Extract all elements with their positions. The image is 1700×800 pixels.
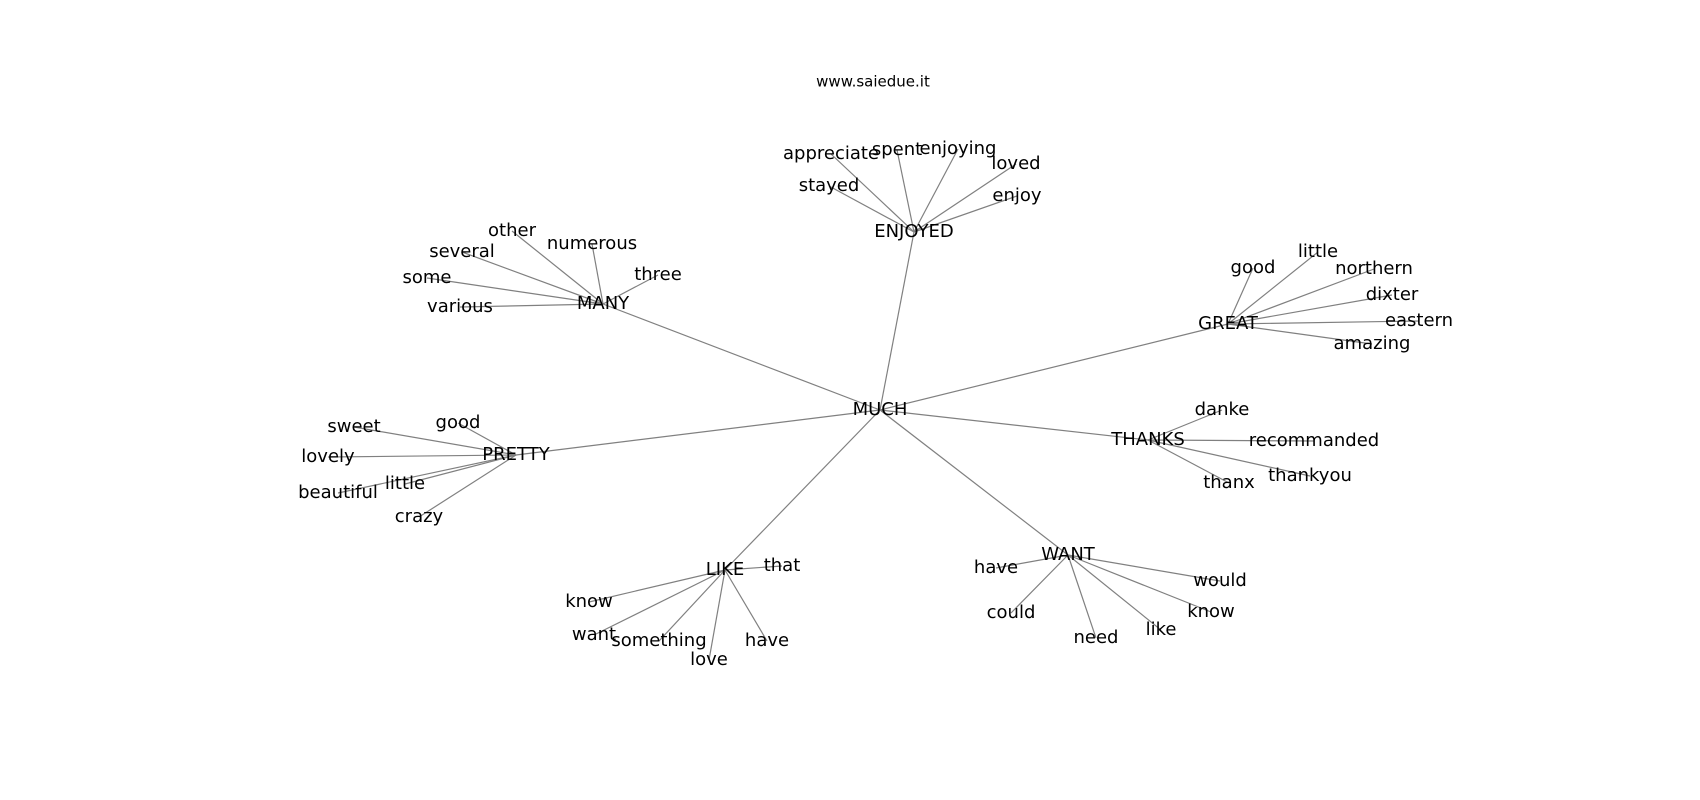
edge-enjoyed-enjoy	[913, 195, 1018, 233]
edge-root-want	[879, 409, 1069, 556]
leaf-word-many-several: several	[429, 241, 495, 262]
leaf-word-great-good: good	[1231, 257, 1276, 278]
leaf-word-enjoyed-enjoying: enjoying	[920, 138, 997, 159]
edge-many-other	[511, 230, 604, 305]
edge-like-want	[593, 569, 726, 636]
edge-root-pretty	[515, 409, 881, 456]
leaf-word-want-would: would	[1193, 570, 1247, 591]
leaf-word-pretty-little: little	[385, 473, 425, 494]
hub-word-want: WANT	[1041, 544, 1096, 565]
edge-enjoyed-stayed	[828, 185, 915, 233]
leaf-word-great-northern: northern	[1335, 258, 1413, 279]
edge-great-dixter	[1227, 294, 1393, 325]
hub-word-pretty: PRETTY	[482, 444, 550, 465]
leaf-word-like-love: love	[690, 649, 728, 670]
leaf-word-enjoyed-stayed: stayed	[799, 175, 860, 196]
leaf-word-enjoyed-enjoy: enjoy	[992, 185, 1041, 206]
edge-pretty-beautiful	[337, 454, 517, 494]
edge-want-would	[1067, 554, 1221, 582]
edge-enjoyed-loved	[913, 163, 1017, 233]
leaf-word-many-three: three	[634, 264, 682, 285]
edge-thanks-recommanded	[1147, 439, 1315, 442]
leaf-word-pretty-good: good	[436, 412, 481, 433]
edge-like-something	[658, 569, 726, 642]
label-layer: MUCH ENJOYEDappreciatespentenjoyingloved…	[298, 138, 1453, 670]
edge-pretty-sweet	[353, 426, 517, 456]
edge-thanks-thanx	[1147, 439, 1230, 484]
leaf-word-many-some: some	[403, 267, 452, 288]
edge-many-various	[459, 303, 604, 308]
edge-root-enjoyed	[879, 231, 915, 411]
edge-many-some	[426, 277, 604, 305]
leaf-word-want-like: like	[1146, 619, 1177, 640]
leaf-word-pretty-sweet: sweet	[327, 416, 380, 437]
leaf-word-want-know: know	[1187, 601, 1235, 622]
leaf-word-pretty-lovely: lovely	[301, 446, 355, 467]
edge-want-could	[1010, 554, 1069, 614]
hub-word-many: MANY	[577, 293, 630, 314]
edge-want-know	[1067, 554, 1212, 613]
leaf-word-thanks-thankyou: thankyou	[1268, 465, 1352, 486]
edge-thanks-thankyou	[1147, 439, 1311, 477]
leaf-word-many-numerous: numerous	[547, 233, 637, 254]
edge-enjoyed-spent	[896, 149, 915, 233]
edge-pretty-little	[404, 454, 517, 485]
edge-want-need	[1067, 554, 1097, 639]
edge-root-many	[602, 303, 881, 411]
edge-layer	[327, 148, 1420, 661]
leaf-word-like-something: something	[611, 630, 706, 651]
leaf-word-pretty-beautiful: beautiful	[298, 482, 378, 503]
leaf-word-great-amazing: amazing	[1334, 333, 1411, 354]
edge-great-little	[1227, 251, 1319, 325]
edge-great-eastern	[1227, 320, 1420, 325]
leaf-word-enjoyed-appreciate: appreciate	[783, 143, 879, 164]
edge-enjoyed-appreciate	[830, 153, 915, 233]
leaf-word-like-that: that	[764, 555, 801, 576]
edge-many-numerous	[591, 243, 604, 305]
leaf-word-thanks-thanx: thanx	[1203, 472, 1255, 493]
edge-want-like	[1067, 554, 1162, 631]
edge-many-three	[602, 274, 659, 305]
leaf-word-want-have: have	[974, 557, 1018, 578]
leaf-word-great-little: little	[1298, 241, 1338, 262]
leaf-word-enjoyed-loved: loved	[991, 153, 1040, 174]
hub-word-great: GREAT	[1198, 313, 1259, 334]
leaf-word-like-have: have	[745, 630, 789, 651]
edge-like-know	[588, 569, 726, 603]
edge-many-several	[461, 251, 604, 305]
edge-thanks-danke	[1147, 409, 1223, 441]
edge-great-amazing	[1227, 323, 1373, 345]
page-title: www.saiedue.it	[816, 73, 930, 91]
leaf-word-pretty-crazy: crazy	[395, 506, 444, 527]
hub-word-enjoyed: ENJOYED	[874, 221, 954, 242]
leaf-word-many-other: other	[488, 220, 537, 241]
edge-like-love	[708, 569, 726, 661]
leaf-word-great-dixter: dixter	[1366, 284, 1419, 305]
leaf-word-great-eastern: eastern	[1385, 310, 1453, 331]
leaf-word-many-various: various	[427, 296, 493, 317]
leaf-word-want-could: could	[987, 602, 1036, 623]
edge-root-thanks	[879, 409, 1149, 441]
leaf-word-like-know: know	[565, 591, 613, 612]
edge-great-northern	[1227, 268, 1375, 325]
leaf-word-enjoyed-spent: spent	[872, 139, 922, 160]
edge-pretty-lovely	[327, 454, 517, 458]
leaf-word-thanks-danke: danke	[1195, 399, 1250, 420]
leaf-word-thanks-recommanded: recommanded	[1249, 430, 1379, 451]
edge-pretty-good	[457, 422, 517, 456]
edge-great-good	[1227, 267, 1254, 325]
edge-want-have	[995, 554, 1069, 569]
leaf-word-like-want: want	[572, 624, 616, 645]
edge-pretty-crazy	[418, 454, 517, 518]
leaf-word-want-need: need	[1074, 627, 1119, 648]
hub-word-thanks: THANKS	[1110, 429, 1185, 450]
edge-root-great	[879, 323, 1229, 411]
edge-like-have	[724, 569, 768, 642]
root-word: MUCH	[853, 399, 908, 420]
hub-word-like: LIKE	[706, 559, 745, 580]
edge-enjoyed-enjoying	[913, 148, 959, 233]
edge-root-like	[724, 409, 881, 571]
edge-like-that	[724, 565, 783, 571]
